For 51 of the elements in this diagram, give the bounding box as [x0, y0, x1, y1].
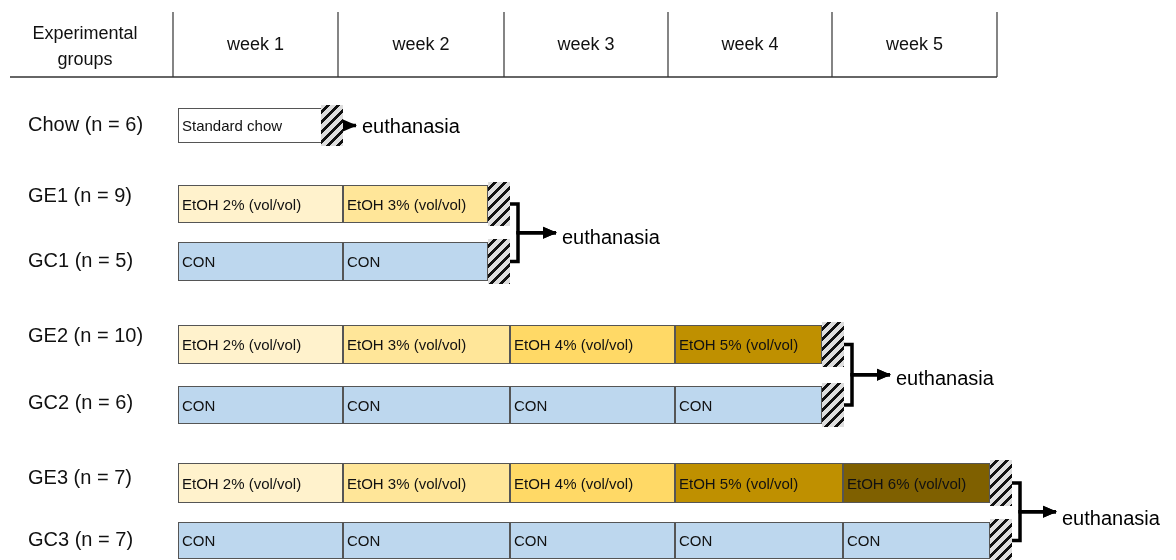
outcome-text: euthanasia: [1062, 506, 1160, 530]
bracket-arrow: [1012, 505, 1057, 543]
treatment-bar: EtOH 3% (vol/vol): [343, 325, 510, 364]
treatment-bar: EtOH 5% (vol/vol): [675, 463, 843, 503]
bracket-arrow: [510, 226, 557, 264]
outcome-text: euthanasia: [562, 225, 660, 249]
treatment-bar: CON: [843, 522, 990, 559]
treatment-bar: EtOH 2% (vol/vol): [178, 185, 343, 223]
column-header: week 3: [556, 33, 616, 56]
column-header: week 1: [225, 33, 285, 56]
treatment-bar: EtOH 3% (vol/vol): [343, 463, 510, 503]
hatched-block: [822, 383, 844, 427]
group-label: GC2 (n = 6): [28, 391, 134, 414]
column-header: Experimental groups: [31, 22, 139, 71]
treatment-bar: CON: [675, 386, 822, 424]
hatched-block: [822, 322, 844, 367]
treatment-bar: CON: [343, 522, 510, 559]
group-label: Chow (n = 6): [28, 113, 144, 136]
treatment-bar: EtOH 3% (vol/vol): [343, 185, 488, 223]
treatment-bar: CON: [178, 242, 343, 281]
treatment-bar: CON: [510, 386, 675, 424]
treatment-bar: EtOH 2% (vol/vol): [178, 325, 343, 364]
treatment-bar: CON: [510, 522, 675, 559]
treatment-bar: EtOH 5% (vol/vol): [675, 325, 822, 364]
treatment-bar: CON: [343, 242, 488, 281]
column-header: week 4: [720, 33, 780, 56]
treatment-bar: EtOH 2% (vol/vol): [178, 463, 343, 503]
arrow: [343, 119, 357, 132]
group-label: GE3 (n = 7): [28, 466, 132, 489]
treatment-bar: CON: [178, 522, 343, 559]
treatment-bar: CON: [178, 386, 343, 424]
treatment-bar: Standard chow: [178, 108, 322, 143]
group-label: GC3 (n = 7): [28, 528, 134, 551]
group-label: GE1 (n = 9): [28, 184, 132, 207]
outcome-text: euthanasia: [896, 366, 994, 390]
hatched-block: [488, 239, 510, 284]
treatment-bar: EtOH 4% (vol/vol): [510, 325, 675, 364]
hatched-block: [321, 105, 343, 146]
treatment-bar: CON: [675, 522, 843, 559]
group-label: GC1 (n = 5): [28, 249, 134, 272]
column-header: week 2: [391, 33, 451, 56]
treatment-bar: CON: [343, 386, 510, 424]
hatched-block: [990, 519, 1012, 560]
group-label: GE2 (n = 10): [28, 324, 144, 347]
outcome-text: euthanasia: [362, 114, 460, 138]
hatched-block: [488, 182, 510, 226]
column-header: week 5: [884, 33, 944, 56]
bracket-arrow: [844, 368, 891, 407]
treatment-bar: EtOH 6% (vol/vol): [843, 463, 990, 503]
hatched-block: [990, 460, 1012, 506]
treatment-bar: EtOH 4% (vol/vol): [510, 463, 675, 503]
